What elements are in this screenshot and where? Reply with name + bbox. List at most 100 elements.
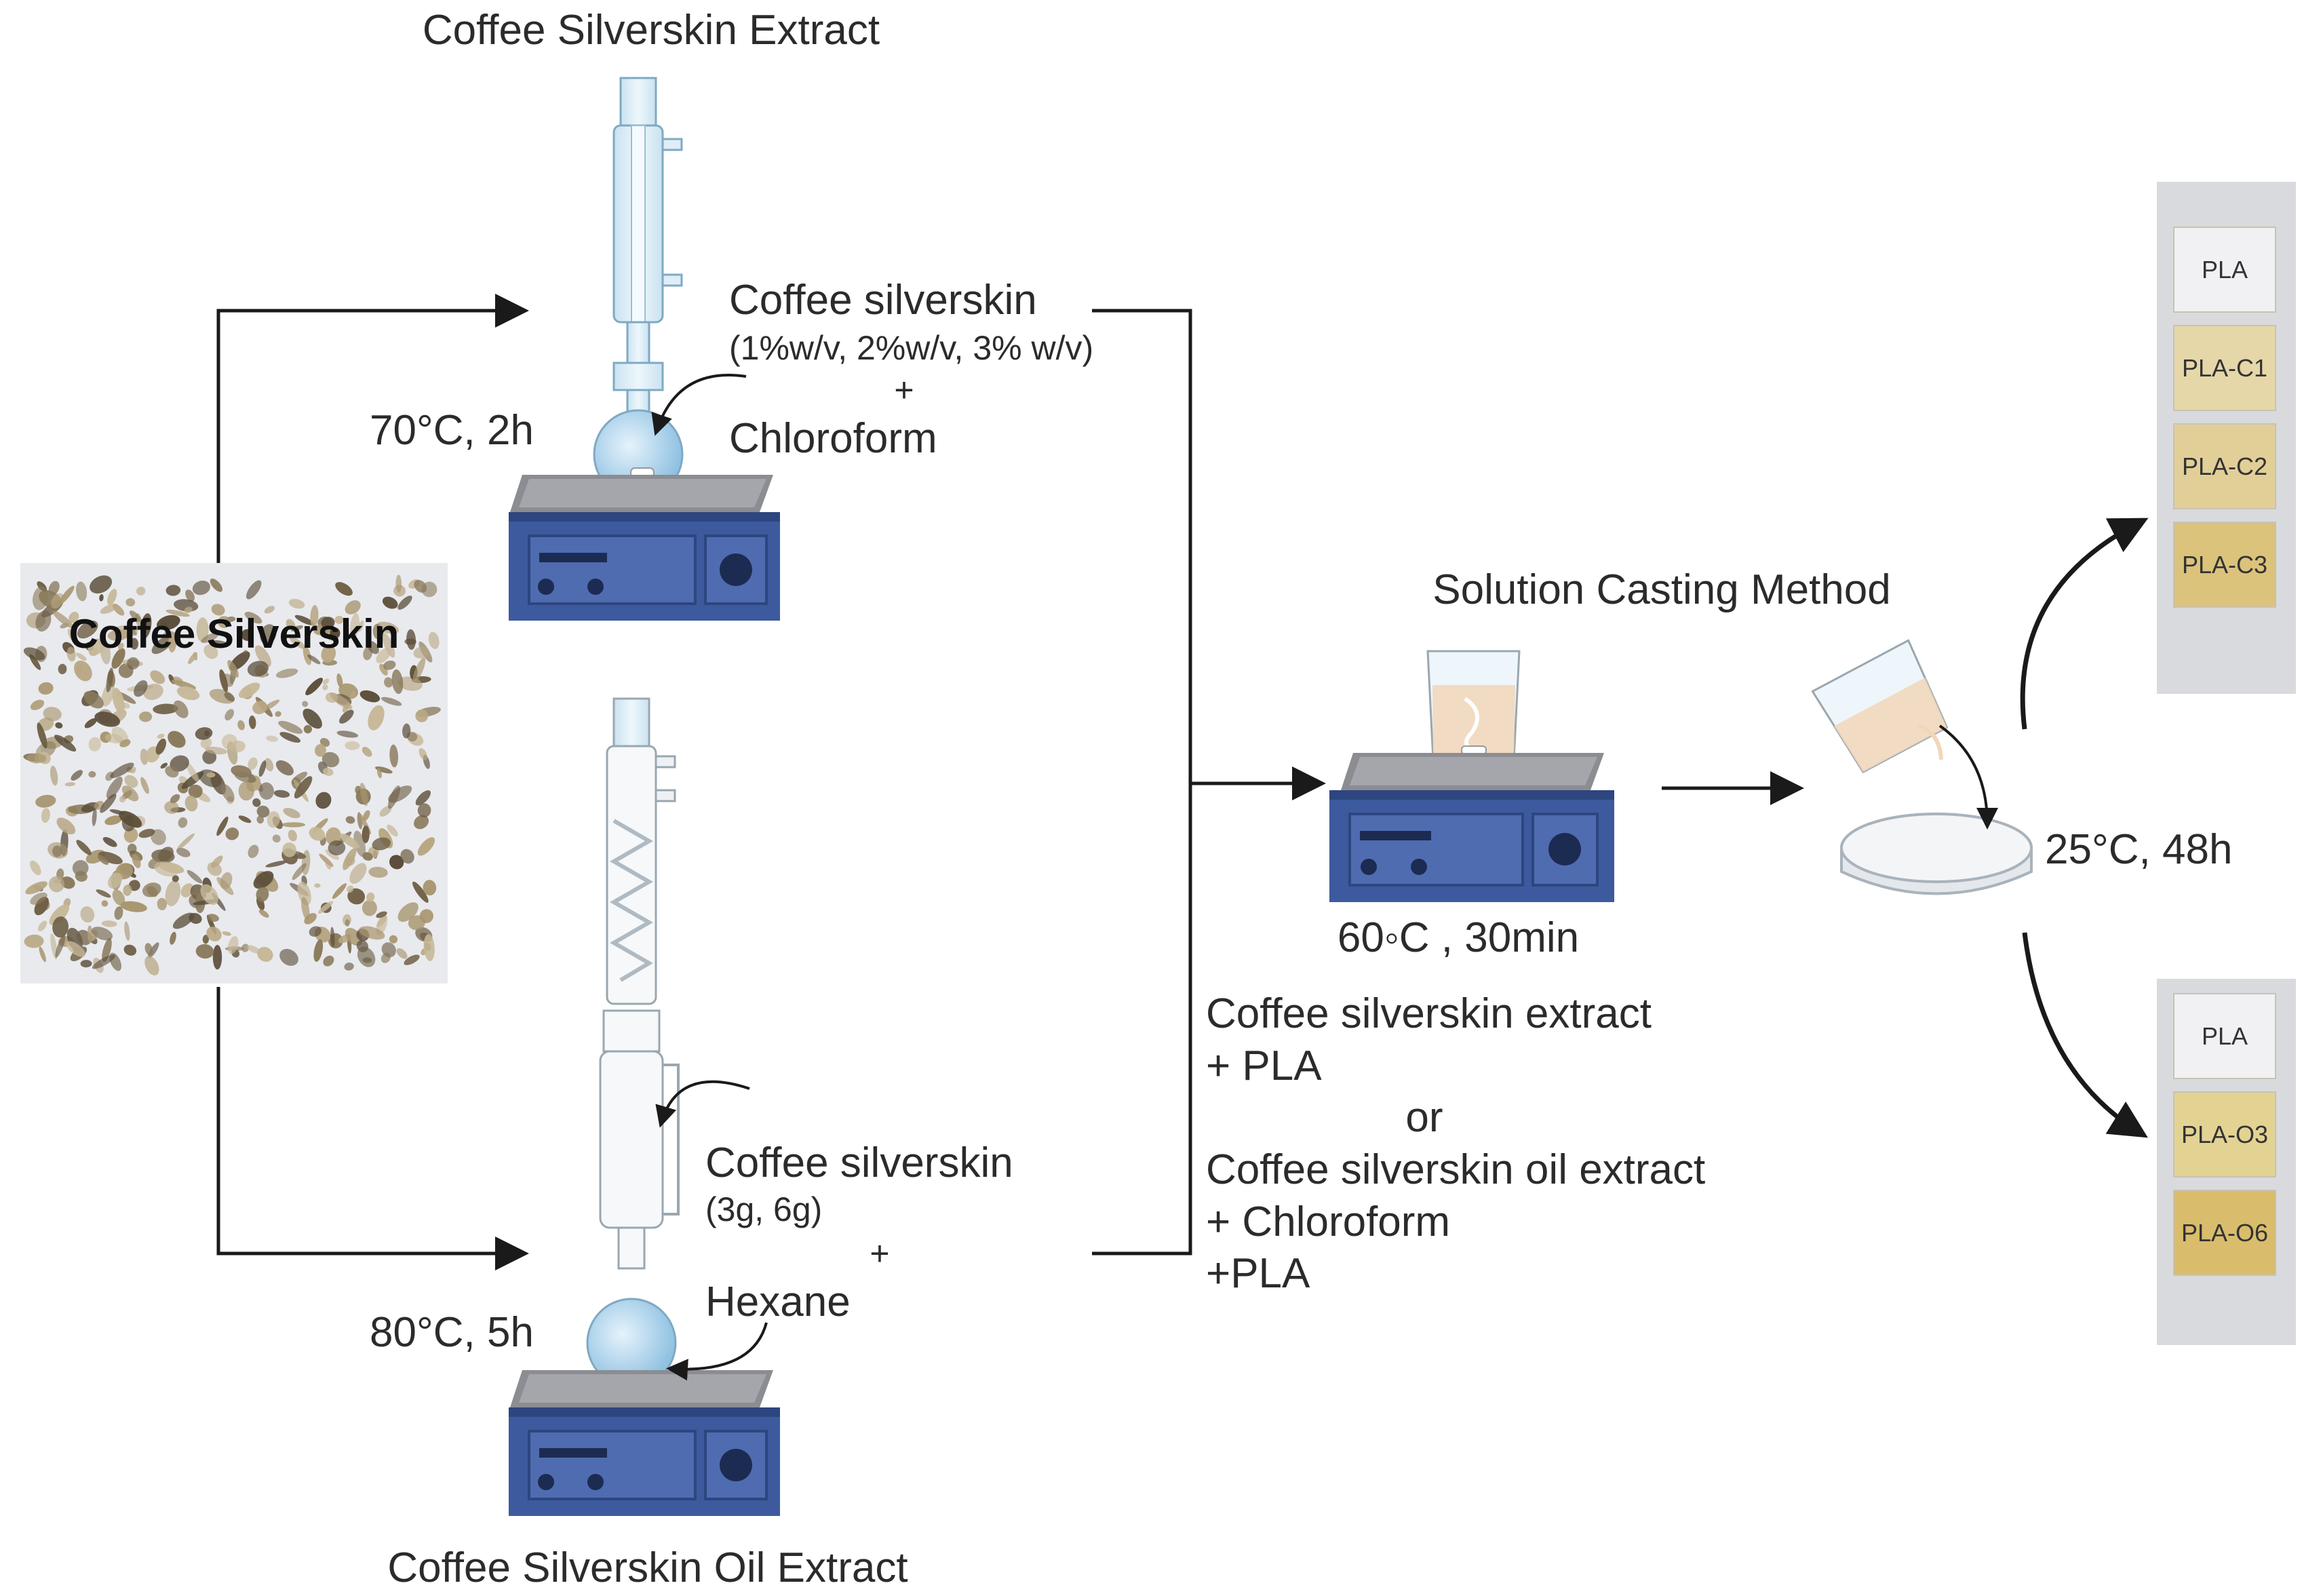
flake	[347, 885, 354, 893]
flake	[350, 690, 356, 699]
flake	[157, 897, 168, 910]
flake	[336, 673, 343, 688]
flake	[381, 952, 391, 963]
flake	[404, 954, 420, 965]
flake	[195, 727, 213, 740]
flake	[178, 817, 188, 828]
flake	[241, 943, 250, 952]
output-arrows	[2020, 518, 2149, 1138]
flake	[123, 944, 137, 956]
flake	[165, 585, 181, 596]
flake	[192, 581, 210, 596]
flake	[106, 777, 123, 799]
flake	[117, 642, 124, 650]
mix-or: or	[1405, 1094, 1443, 1141]
flake	[119, 796, 126, 803]
flake	[313, 939, 324, 962]
pouring-beaker	[1811, 639, 1949, 774]
flake	[98, 851, 123, 865]
flake	[224, 692, 235, 702]
bottom-reagent: Coffee silverskin	[705, 1140, 1013, 1186]
flake	[297, 882, 311, 906]
flake	[265, 860, 288, 868]
flake	[294, 776, 313, 799]
flake	[273, 790, 290, 798]
flake	[58, 663, 67, 674]
flake	[173, 700, 189, 718]
flake	[139, 711, 153, 722]
flake	[383, 660, 396, 670]
film-label: PLA-O3	[2181, 1121, 2268, 1148]
flake	[359, 926, 385, 940]
flake	[379, 663, 388, 676]
flake	[92, 954, 116, 969]
flake	[144, 956, 159, 976]
flake	[107, 589, 117, 606]
flake	[252, 798, 261, 807]
flake	[309, 926, 321, 937]
flake	[125, 598, 136, 607]
film-sample	[2173, 227, 2276, 313]
flake	[127, 843, 137, 855]
branch-arrows	[216, 294, 529, 1270]
merge-arrows	[1092, 309, 1804, 1256]
flake	[325, 859, 332, 870]
bottom-amounts: (3g, 6g)	[705, 1190, 822, 1228]
flake	[176, 848, 191, 857]
flake	[30, 699, 45, 710]
flake	[77, 620, 98, 639]
flake	[110, 762, 134, 779]
flake	[92, 808, 97, 827]
flake	[211, 604, 225, 616]
flake	[43, 707, 62, 722]
film-sample	[2173, 993, 2276, 1079]
flake	[90, 575, 113, 594]
flake	[388, 785, 400, 809]
flake	[322, 678, 330, 685]
flake	[112, 625, 138, 638]
flake	[382, 633, 395, 658]
flake	[134, 680, 148, 697]
flake	[227, 660, 239, 678]
flake	[120, 901, 147, 912]
flake	[339, 709, 354, 724]
flake	[76, 581, 87, 602]
pour-arrow	[1938, 724, 1998, 830]
flake	[258, 760, 267, 777]
flake	[188, 784, 203, 798]
flake	[303, 724, 313, 734]
flake	[257, 947, 273, 962]
silverskin-photo: Coffee Silverskin	[20, 563, 448, 984]
flake	[124, 921, 130, 941]
flake	[48, 876, 65, 893]
flake	[97, 855, 109, 865]
flake	[48, 581, 60, 596]
flake	[170, 794, 180, 803]
flake	[212, 944, 222, 970]
film-sample	[2173, 423, 2276, 509]
flake	[275, 668, 298, 678]
mix-line-4: + Chloroform	[1206, 1199, 1450, 1245]
flake	[119, 739, 131, 747]
flake	[260, 624, 277, 645]
flake	[37, 722, 47, 749]
flake	[207, 861, 222, 876]
flake	[376, 621, 399, 634]
flake	[290, 625, 303, 631]
flake	[225, 828, 239, 840]
flake	[305, 678, 323, 695]
flake	[210, 579, 223, 592]
flake	[23, 647, 45, 661]
flake	[301, 897, 310, 920]
soxhlet-chamber	[599, 1050, 664, 1229]
flake	[248, 757, 258, 770]
flake	[406, 629, 416, 650]
flake	[165, 609, 190, 617]
flake	[314, 883, 321, 888]
flake	[362, 825, 370, 844]
flake	[106, 667, 114, 693]
flake	[397, 596, 412, 610]
flake	[220, 784, 235, 802]
flake	[387, 824, 398, 837]
flake	[72, 860, 89, 876]
